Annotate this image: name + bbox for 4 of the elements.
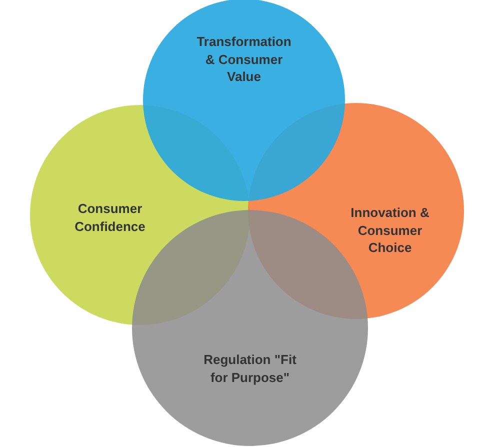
circle-label: Transformation & Consumer Value (196, 33, 292, 86)
circle-label: Regulation "Fit for Purpose" (202, 351, 298, 386)
circle-label: Consumer Confidence (74, 200, 146, 236)
circle-label: Innovation & Consumer Choice (350, 204, 430, 257)
